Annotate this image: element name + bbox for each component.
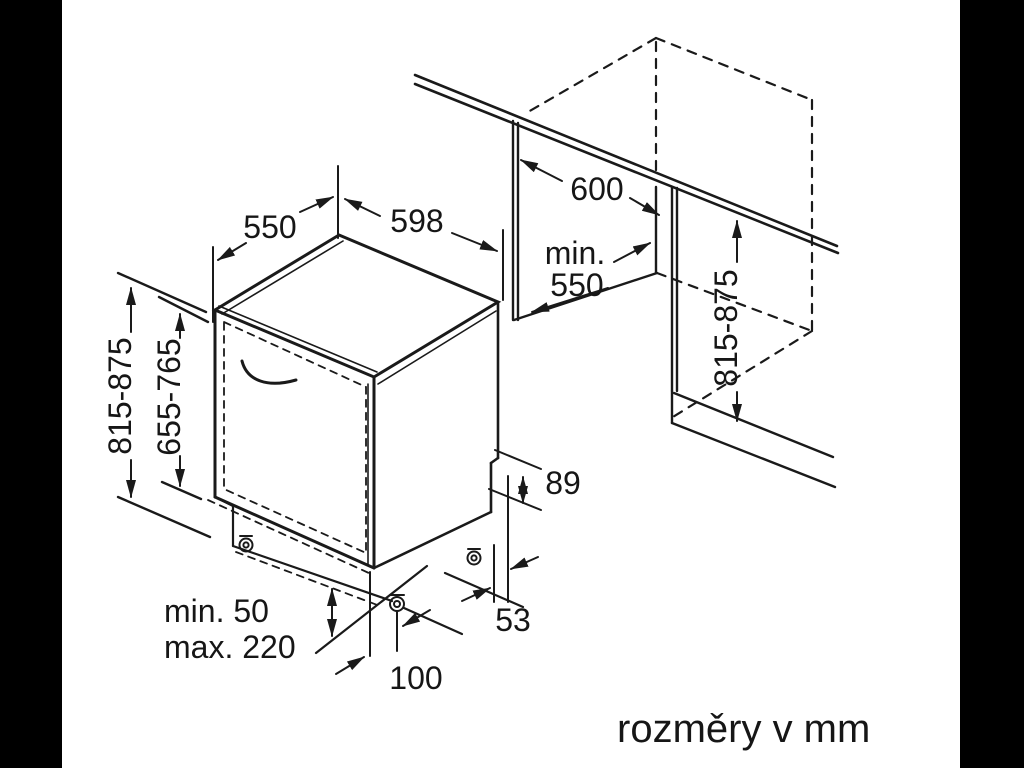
dim-label-550-depth: 550 [243, 209, 296, 245]
dim-label-598-width: 598 [390, 203, 443, 239]
dim-label-815-875-left: 815-875 [102, 337, 138, 454]
dim-label-niche-min: min. [545, 235, 605, 271]
dimension-arrows [126, 159, 742, 675]
dim-label-100-foot-offset: 100 [389, 660, 442, 696]
dim-label-niche-550: 550 [550, 267, 603, 303]
dishwasher-top-face-inner-lines [218, 240, 497, 385]
plinth-base [213, 495, 525, 655]
dim-label-plinth-min-50: min. 50 [164, 593, 269, 629]
right-base-cabinet [670, 185, 837, 489]
units-note: rozměry v mm [617, 707, 870, 751]
dashed-cabinet-outline [526, 36, 814, 422]
left-letterbox-bar [0, 0, 62, 768]
dishwasher-top-face [211, 233, 502, 379]
dim-label-plinth-max-220: max. 220 [164, 629, 296, 665]
left-reference-lines [116, 271, 212, 539]
dim-label-600-counter-depth: 600 [570, 171, 623, 207]
dim-label-89-notch: 89 [545, 465, 581, 501]
dim-label-53-gap: 53 [495, 602, 531, 638]
dim-label-815-875-right: 815-875 [708, 269, 744, 386]
dimension-extension-lines [212, 165, 542, 657]
dishwasher-side-face [372, 300, 500, 570]
dishwasher-door-face [213, 308, 376, 570]
adjustable-feet [238, 535, 482, 612]
door-handle [240, 359, 298, 385]
countertop-lines [413, 73, 840, 255]
dim-label-655-765-door: 655-765 [151, 338, 187, 455]
right-letterbox-bar [960, 0, 1024, 768]
door-panel-dashed-outline [207, 320, 381, 607]
